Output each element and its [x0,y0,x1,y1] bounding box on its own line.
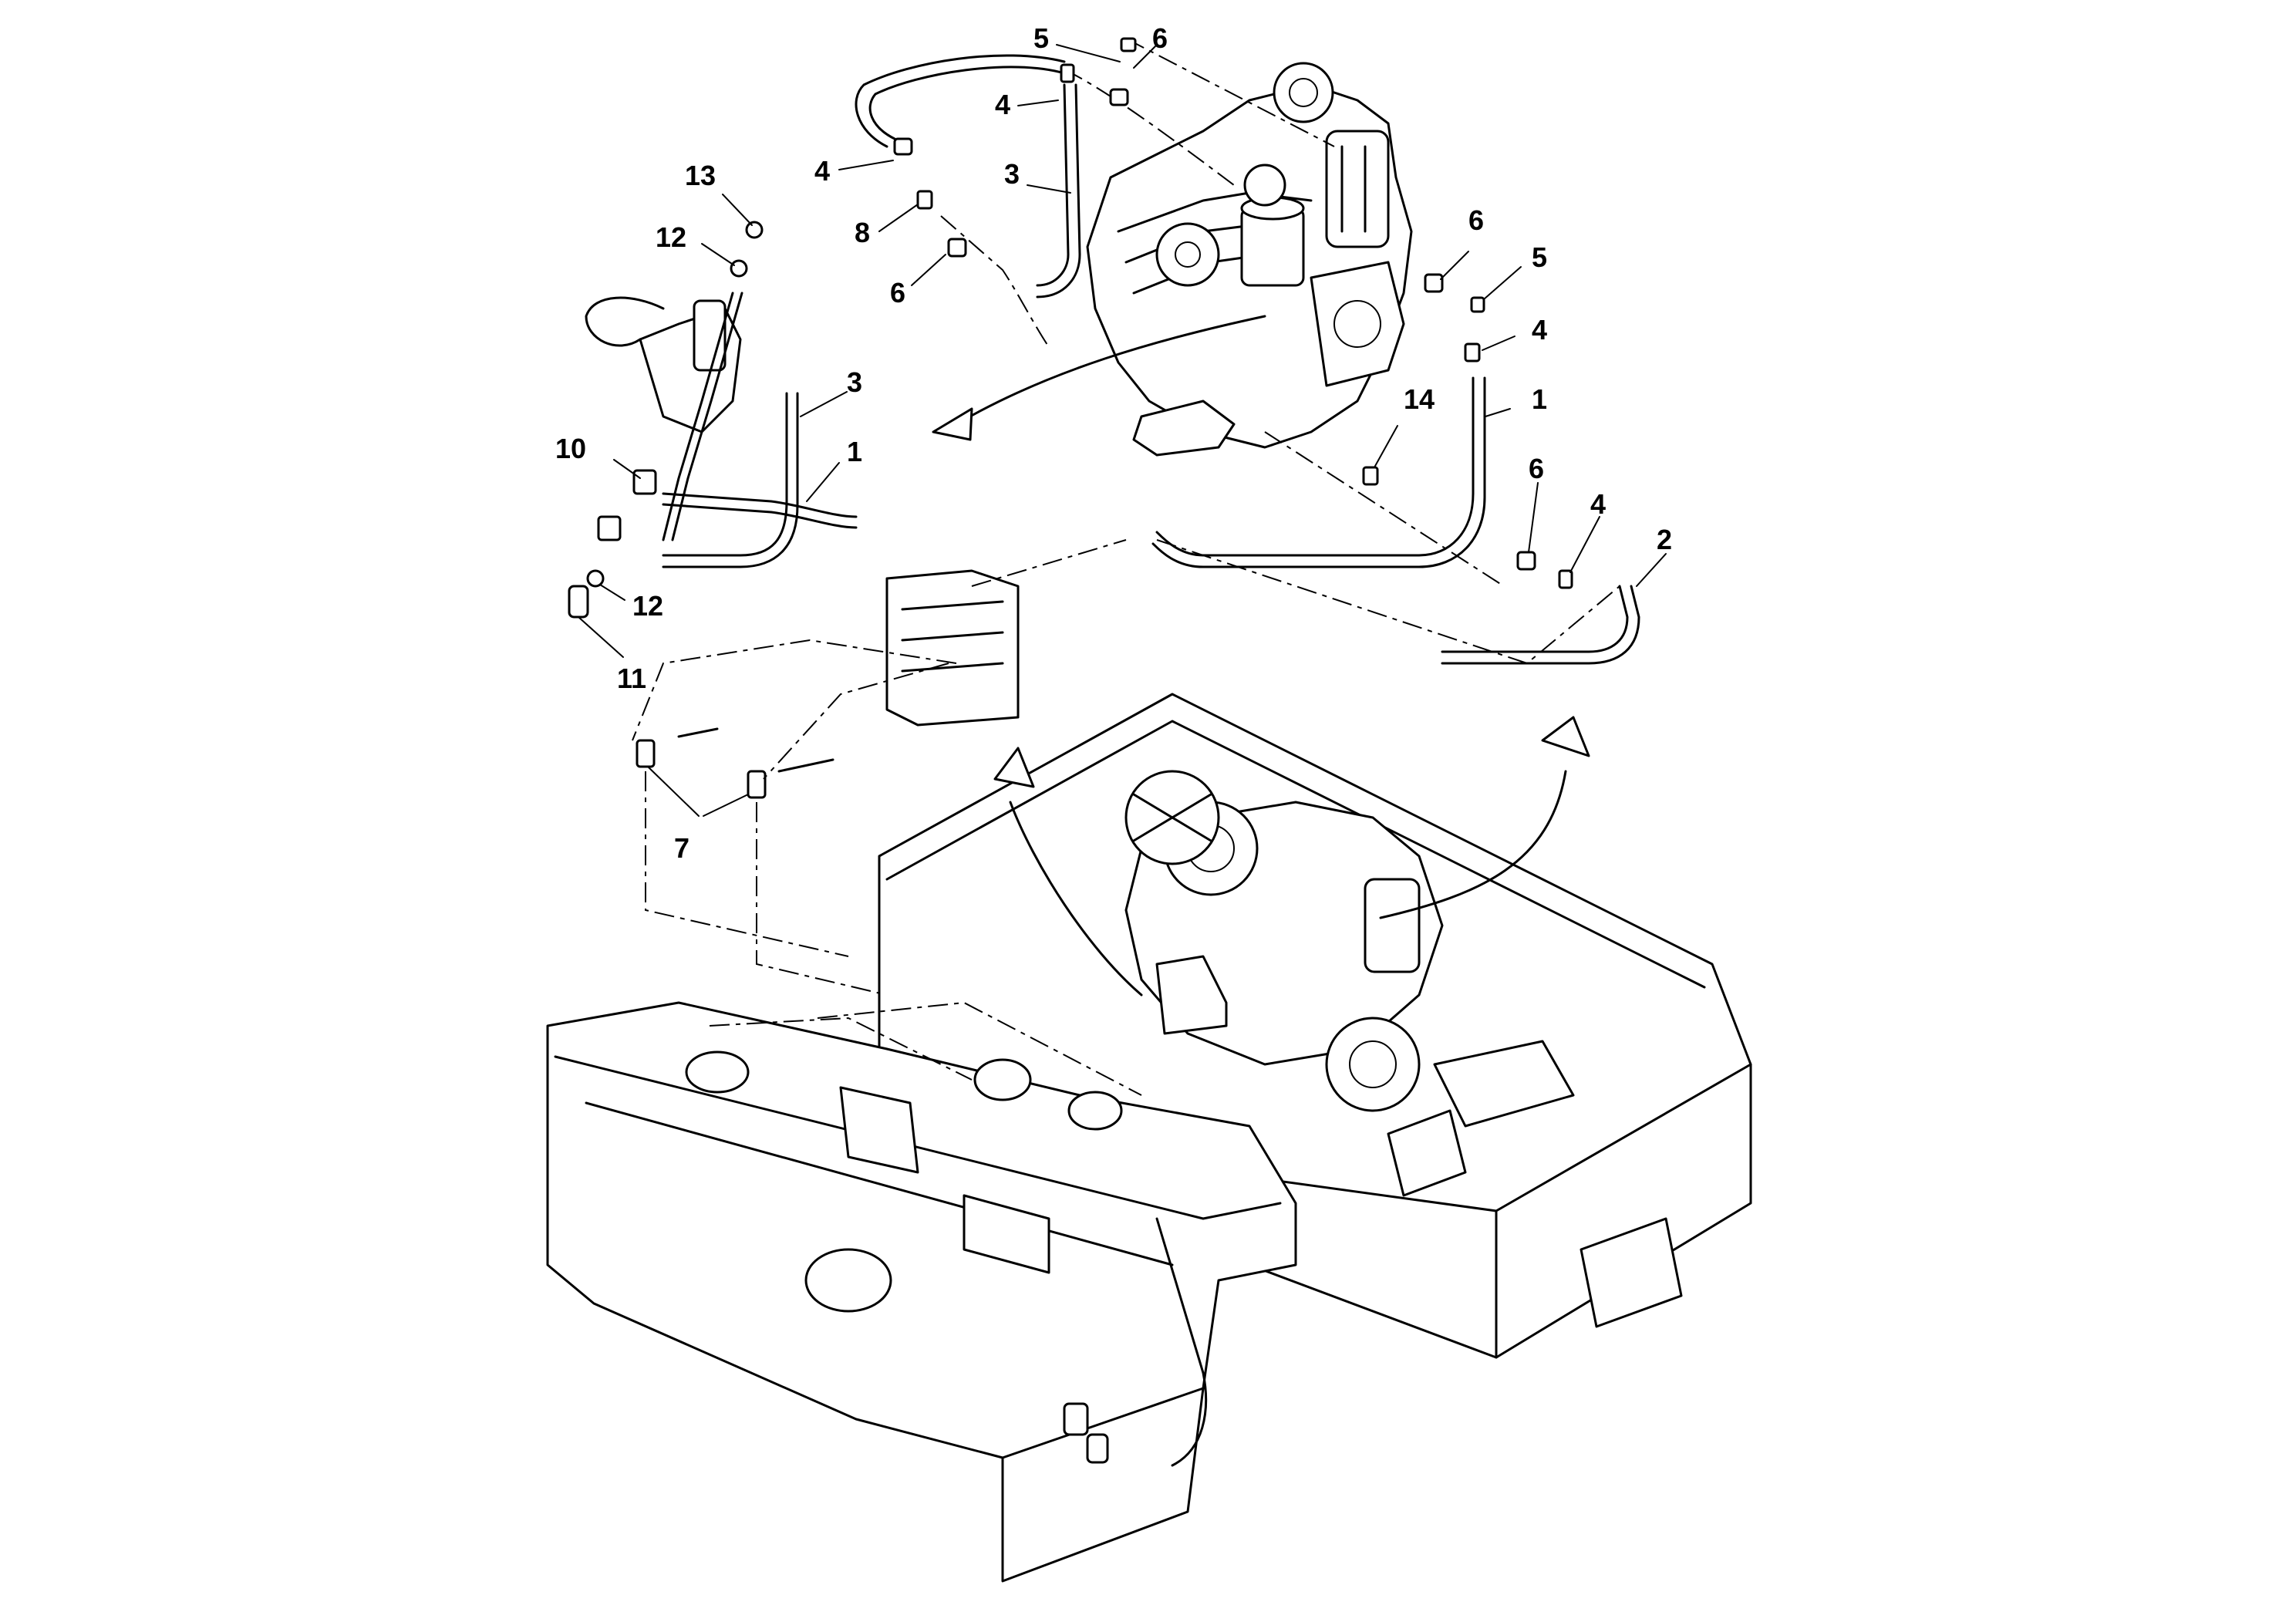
callout-label: 3 [847,366,862,398]
arrow-left-head [932,407,973,441]
callout-label: 13 [685,160,716,191]
callout-label: 10 [555,433,586,464]
callout-label: 1 [1532,383,1547,415]
callout-label: 1 [847,436,862,467]
callout-label: 14 [1404,383,1435,415]
callout-label: 4 [1532,314,1547,346]
callout-labels: 5 6 4 4 3 8 6 13 12 6 5 4 3 1 14 1 10 6 … [555,22,1672,864]
callout-label: 12 [632,590,663,622]
callout-label: 6 [1152,22,1168,54]
callout-label: 11 [617,663,646,694]
callout-label: 2 [1657,524,1672,555]
callout-label: 5 [1532,241,1547,273]
fuel-lines [855,38,1640,665]
tank-cover [632,539,1127,741]
callout-label: 3 [1004,158,1020,190]
callout-label: 6 [890,277,905,309]
callout-label: 4 [814,155,830,187]
callout-label: 4 [1590,488,1606,520]
front-frame [546,1001,1297,1583]
fittings [568,37,1573,619]
connectors-7 [636,663,949,996]
callout-label: 4 [995,89,1010,120]
callout-label: 8 [855,217,870,248]
engine-detail-assembly [1086,62,1413,457]
callout-label: 6 [1529,453,1544,484]
arrow-left-icon [955,315,1266,426]
leader-lines [578,44,1667,817]
callout-label: 12 [656,221,686,253]
callout-label: 6 [1468,204,1484,236]
callout-label: 5 [1033,22,1049,54]
callout-label: 7 [674,832,689,864]
left-bracket-assembly [585,292,858,568]
